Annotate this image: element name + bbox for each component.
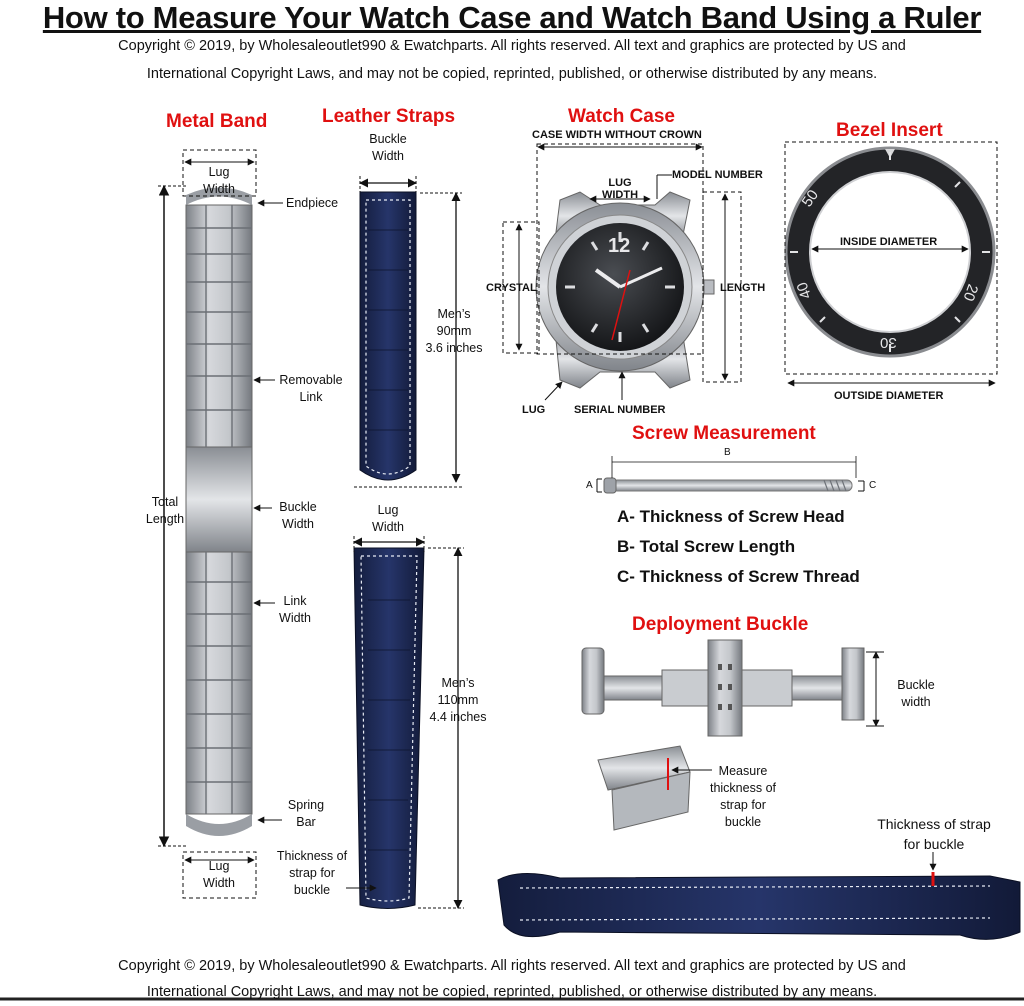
label-buckle-width-deploy: Buckle width [897,678,935,709]
label-mens-110-line2: 110mm [437,693,479,707]
section-deployment-buckle: Deployment Buckle [632,614,809,635]
label-mens-110-line1: Men’s [441,676,475,690]
copyright-top-line1: Copyright © 2019, by Wholesaleoutlet990 … [118,38,906,54]
label-model-number: MODEL NUMBER [672,169,763,181]
section-metal-band: Metal Band [166,111,268,132]
svg-text:12: 12 [608,235,630,257]
label-case-width: CASE WIDTH WITHOUT CROWN [532,129,702,141]
section-leather-straps: Leather Straps [322,106,456,127]
screw-label-c: C [869,480,877,491]
screw-label-b: B [724,447,731,458]
label-case-lug-width: LUG WIDTH [601,177,639,201]
copyright-bottom-line1: Copyright © 2019, by Wholesaleoutlet990 … [118,958,906,974]
label-serial-number: SERIAL NUMBER [574,404,666,416]
bezel-number-30: 30 [880,334,897,351]
page-title: How to Measure Your Watch Case and Watch… [42,0,982,35]
label-link-width: Link Width [279,594,311,625]
screw-illustration [596,456,865,494]
section-watch-case: Watch Case [568,106,675,127]
section-bezel-insert: Bezel Insert [836,120,943,141]
label-buckle-width-band: Buckle Width [279,500,317,531]
label-mens-90-line2: 90mm [436,324,472,338]
label-mens-90-line3: 3.6 inches [425,341,483,355]
legend-a: A- Thickness of Screw Head [617,507,845,526]
label-thickness-strap-band: Thickness of strap for buckle [276,849,348,897]
metal-band-illustration [158,149,283,899]
label-mens-90-line1: Men’s [437,307,471,321]
label-mens-110-line3: 4.4 inches [429,710,487,724]
label-endpiece: Endpiece [286,196,339,210]
label-crystal: CRYSTAL [486,282,537,294]
label-inside-diameter: INSIDE DIAMETER [840,236,938,248]
label-lug-width-bottom: Lug Width [203,859,235,890]
watch-case-illustration: 12 [502,143,742,401]
leather-strap-illustration [346,176,464,909]
label-lug-width-leather: Lug Width [372,503,404,534]
copyright-top-line2: International Copyright Laws, and may no… [146,66,878,82]
label-thickness-strap-deploy: Thickness of strap for buckle [877,816,991,852]
label-measure-thickness: Measure thickness of strap for buckle [709,764,776,829]
label-buckle-width-leather: Buckle Width [369,132,407,163]
label-lug-width-top: Lug Width [203,165,235,196]
section-screw-measurement: Screw Measurement [632,423,816,444]
label-total-length: Total Length [145,495,185,526]
copyright-bottom-line2: International Copyright Laws, and may no… [146,984,878,1000]
label-spring-bar: Spring Bar [287,798,325,829]
legend-c: C- Thickness of Screw Thread [617,567,860,586]
label-outside-diameter: OUTSIDE DIAMETER [834,390,944,402]
label-lug: LUG [522,404,546,416]
label-length: LENGTH [720,282,766,294]
deployment-buckle-illustration [497,639,1021,940]
bezel-illustration [784,141,998,387]
legend-b: B- Total Screw Length [617,537,796,556]
screw-label-a: A [586,480,593,491]
label-removable-link: Removable Link [279,373,343,404]
